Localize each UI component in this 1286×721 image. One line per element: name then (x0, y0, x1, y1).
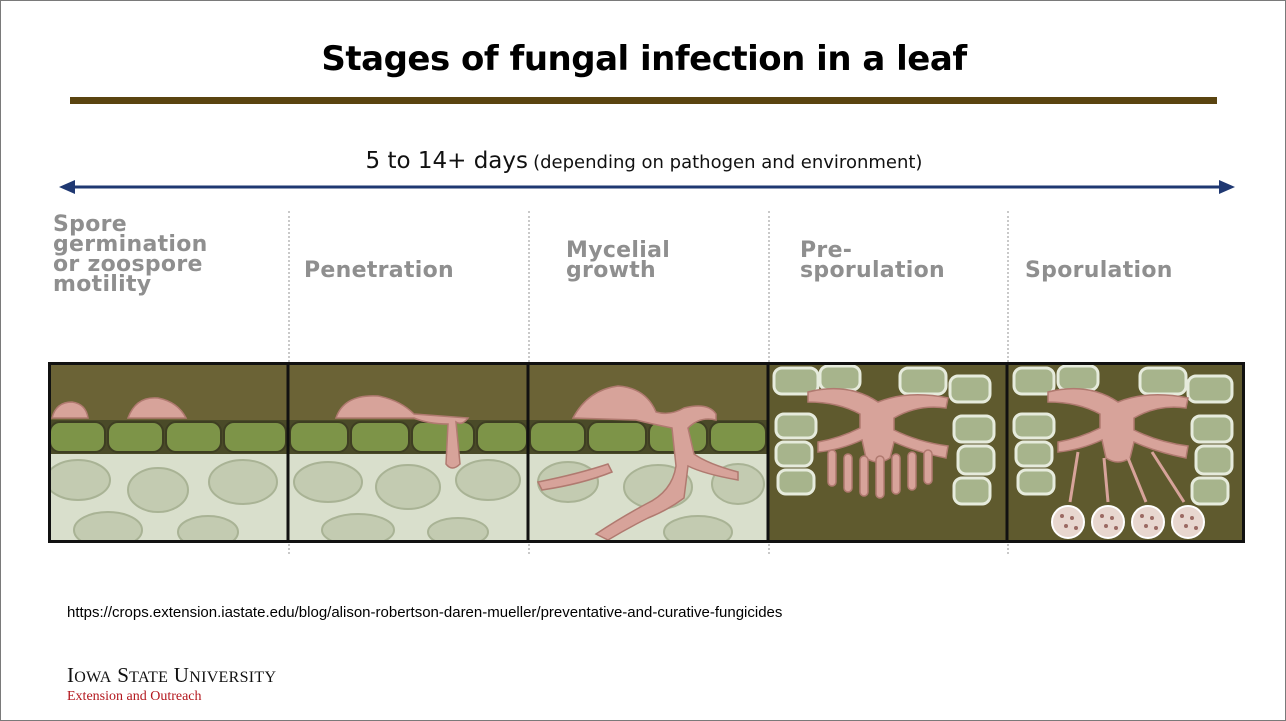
stage-label-pre-sporulation: Pre-sporulation (800, 241, 945, 281)
stage-label-text: Sporulation (1025, 258, 1173, 283)
stage-label-sporulation: Sporulation (1025, 261, 1173, 281)
stage-label-text: Pre-sporulation (800, 238, 945, 283)
timeline-double-arrow (59, 176, 1235, 200)
stage-label-text: Penetration (304, 258, 454, 283)
timeline-note: (depending on pathogen and environment) (533, 152, 922, 173)
title-underline (70, 97, 1217, 104)
timeline-duration: 5 to 14+ days (366, 148, 528, 174)
leaf-infection-illustration (48, 362, 1245, 543)
logo-university-name: IOWA STATE UNIVERSITY (67, 664, 276, 689)
logo-extension-text: Extension and Outreach (67, 689, 276, 705)
slide-title: Stages of fungal infection in a leaf (1, 39, 1286, 79)
source-url: https://crops.extension.iastate.edu/blog… (67, 604, 782, 621)
iowa-state-logo: IOWA STATE UNIVERSITY Extension and Outr… (67, 664, 276, 705)
timeline-caption: 5 to 14+ days (depending on pathogen and… (1, 148, 1286, 174)
stage-label-penetration: Penetration (304, 261, 454, 281)
